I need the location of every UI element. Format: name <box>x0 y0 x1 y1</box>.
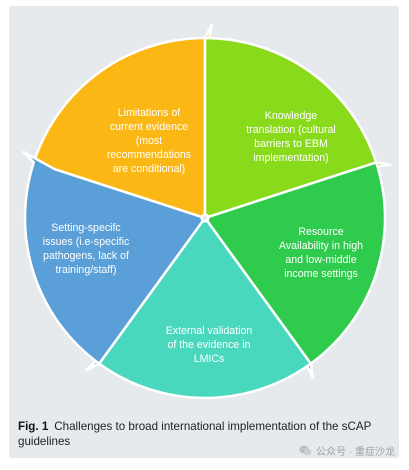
wechat-icon <box>299 445 312 456</box>
segment-label-knowledge-translation: Knowledge translation (cultural barriers… <box>246 110 336 164</box>
figure-number: Fig. 1 <box>18 420 49 433</box>
segment-label-evidence-limitations: Limitations of current evidence (most re… <box>106 107 192 175</box>
figure-frame: Knowledge translation (cultural barriers… <box>9 6 399 458</box>
watermark: 公众号 · 重症沙龙 <box>299 443 395 458</box>
segment-label-resource-availability: Resource Availability in high and low-mi… <box>278 226 363 280</box>
figure-caption-text: Challenges to broad international implem… <box>18 420 372 448</box>
cycle-diagram <box>22 23 392 400</box>
watermark-text: 公众号 · 重症沙龙 <box>316 447 395 458</box>
segment-evidence-limitations <box>22 150 204 365</box>
segment-label-external-validation: External validation of the evidence in L… <box>165 325 253 365</box>
segment-label-setting-specific: Setting-specifc issues (i.e-specific pat… <box>42 222 130 276</box>
